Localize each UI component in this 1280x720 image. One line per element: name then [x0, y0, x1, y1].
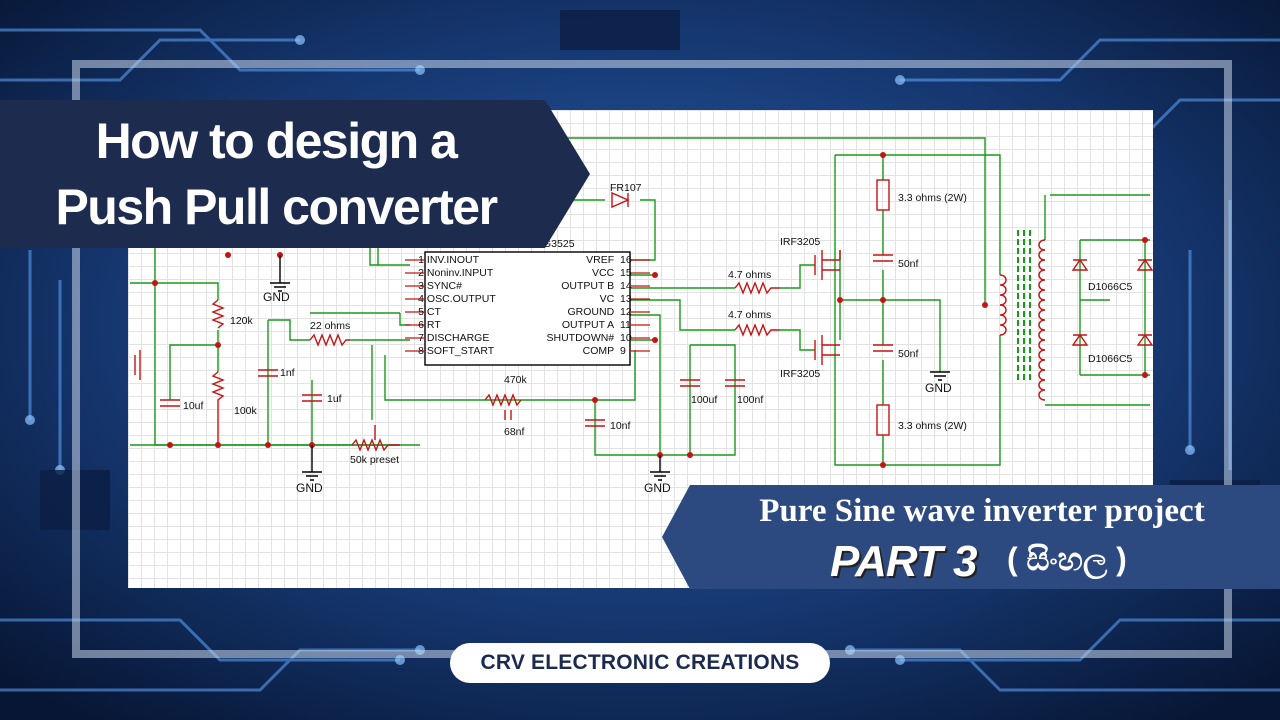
ic-pin: 5 CT	[418, 306, 441, 318]
r22-label: 22 ohms	[310, 320, 351, 332]
c100uf-label: 100uf	[691, 394, 718, 406]
c100nf-label: 100nf	[737, 394, 764, 406]
gnd-label: GND	[296, 481, 323, 495]
ic-pins-right: VREF 16 VCC 15 OUTPUT B 14 VC 13 GROUND …	[518, 254, 636, 358]
mosfet-top-label: IRF3205	[780, 236, 821, 248]
subtitle-banner-shape	[662, 485, 1280, 589]
r100k-label: 100k	[234, 405, 257, 417]
gnd-label: GND	[644, 481, 671, 495]
ic-pin: OUTPUT A 11	[561, 319, 631, 331]
ic-pin: VREF 16	[586, 254, 632, 266]
c1uf-label: 1uf	[327, 393, 342, 405]
gnd-label: GND	[925, 381, 952, 395]
c10nf-label: 10nf	[610, 420, 631, 432]
rectifier-bottom-label: D1066C5	[1088, 353, 1133, 365]
gate-resistor-top-label: 4.7 ohms	[728, 269, 772, 281]
c10uf-label: 10uf	[183, 400, 204, 412]
mosfet-bottom-label: IRF3205	[780, 368, 821, 380]
ic-pin: GROUND 12	[567, 306, 632, 318]
r120k-label: 120k	[230, 315, 253, 327]
gnd-label: GND	[263, 290, 290, 304]
ic-pin: VC 13	[599, 293, 632, 305]
ic-pin: 8 SOFT_START	[418, 345, 495, 357]
ic-pin: 6 RT	[418, 319, 441, 331]
ic-pin: OUTPUT B 14	[561, 280, 632, 292]
language-label: ( සිංහල )	[1007, 541, 1127, 577]
diode-label: FR107	[610, 182, 642, 194]
ic-pin: COMP 9	[582, 345, 626, 357]
ic-pin: 4 OSC.OUTPUT	[418, 293, 496, 305]
gate-resistor-bottom-label: 4.7 ohms	[728, 309, 772, 321]
ic-pin: VCC 15	[591, 267, 632, 279]
r470k-label: 470k	[504, 374, 527, 386]
snubber-cap-bottom-label: 50nf	[898, 348, 919, 360]
ic-pin: 7 DISCHARGE	[418, 332, 490, 344]
title-banner: How to design a Push Pull converter	[0, 100, 590, 248]
title-text: How to design a Push Pull converter	[6, 108, 546, 240]
title-line-1: How to design a	[95, 113, 458, 169]
ic-pin: SHUTDOWN# 10	[546, 332, 632, 344]
c68nf-label: 68nf	[504, 426, 525, 438]
subtitle-banner: Pure Sine wave inverter project PART 3 (…	[662, 485, 1280, 589]
snubber-cap-top-label: 50nf	[898, 258, 919, 270]
channel-brand: CRV ELECTRONIC CREATIONS	[450, 643, 830, 683]
part-label: PART 3	[830, 537, 977, 586]
ic-pins-left: 1 INV.INOUT 2 Noninv.INPUT 3 SYNC# 4 OSC…	[410, 254, 496, 358]
ic-pin: 1 INV.INOUT	[418, 254, 480, 266]
preset-label: 50k preset	[350, 454, 400, 466]
ic-pin: 3 SYNC#	[418, 280, 462, 292]
snubber-resistor-top-label: 3.3 ohms (2W)	[898, 192, 967, 204]
ic-pin: 2 Noninv.INPUT	[418, 267, 494, 279]
project-title: Pure Sine wave inverter project	[759, 493, 1205, 529]
snubber-resistor-bottom-label: 3.3 ohms (2W)	[898, 420, 967, 432]
c1nf-label: 1nf	[280, 367, 295, 379]
title-line-2: Push Pull converter	[55, 179, 498, 235]
rectifier-top-label: D1066C5	[1088, 281, 1133, 293]
title-banner-shape	[0, 100, 590, 248]
